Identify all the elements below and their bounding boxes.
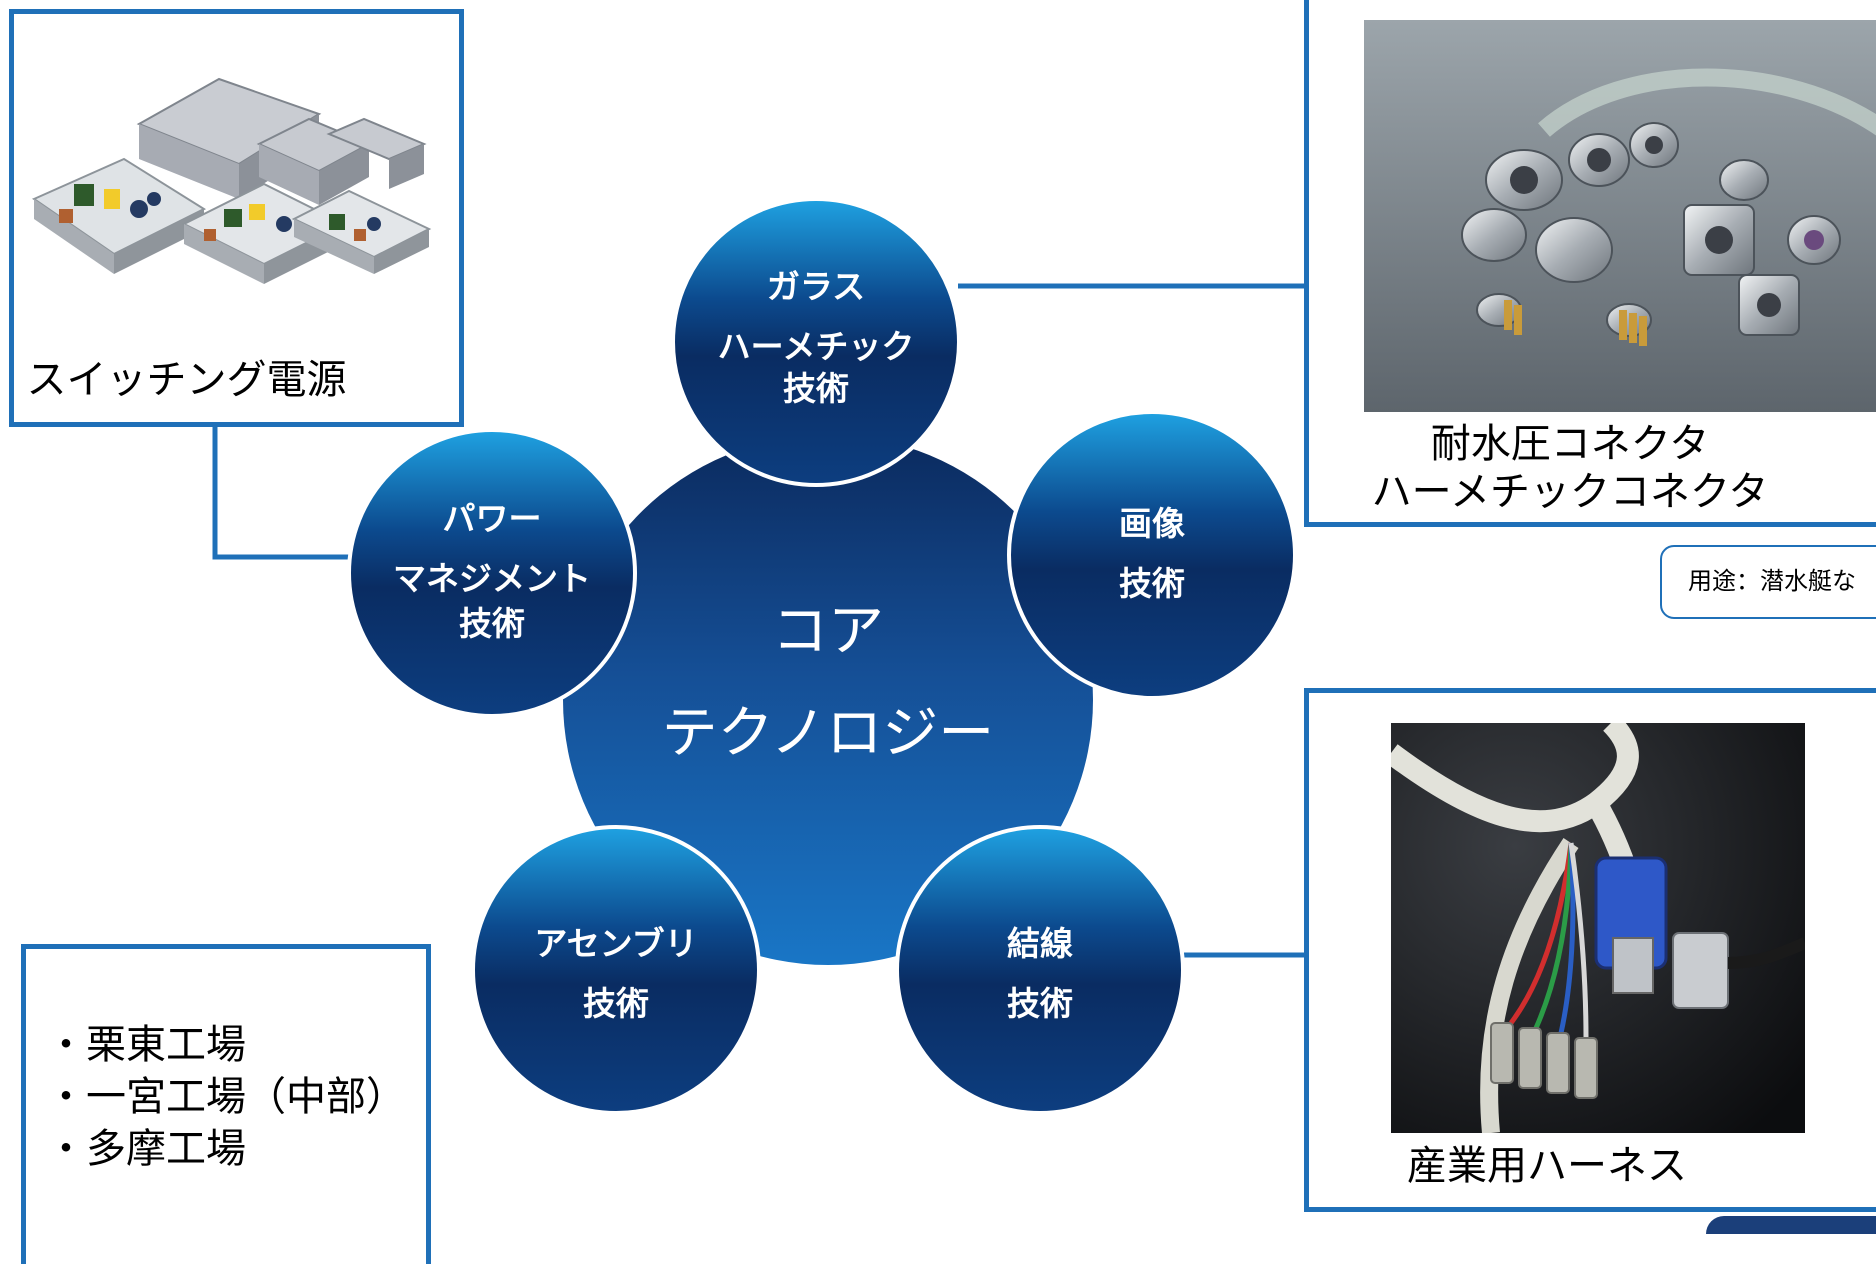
tech-glass-line3: 技術 <box>783 369 849 408</box>
connector-use-text: 用途：潜水艇な <box>1688 567 1856 595</box>
tech-power-line3: 技術 <box>459 604 525 643</box>
tech-circle-imaging <box>1007 410 1297 700</box>
switching-power-box: スイッチング電源 <box>9 9 464 427</box>
tech-circle-power-management <box>347 428 637 718</box>
core-circle <box>563 435 1093 965</box>
harness-illustration <box>1391 723 1805 1133</box>
industrial-cable-harness-photo <box>1391 723 1805 1133</box>
tech-wiring-line1: 結線 <box>1007 924 1073 963</box>
factory-list: ・栗東工場 ・一宮工場（中部） ・多摩工場 <box>46 1019 406 1175</box>
switching-power-label: スイッチング電源 <box>26 357 347 403</box>
hermetic-connectors-photo <box>1364 20 1876 412</box>
power-supply-units-photo <box>29 59 449 309</box>
tech-glass-line1: ガラス <box>767 267 865 306</box>
factories-box: ・栗東工場 ・一宮工場（中部） ・多摩工場 <box>21 944 431 1264</box>
tech-circle-assembly <box>471 825 761 1115</box>
tech-imaging-line1: 画像 <box>1119 504 1185 543</box>
tech-assembly-line2: 技術 <box>583 984 649 1023</box>
power-supply-illustration <box>31 77 432 284</box>
tech-power-line2: マネジメント <box>393 559 591 598</box>
diagram-canvas: コア テクノロジー ガラス ハーメチック 技術 画像 技術 結線 技術 アセンブ… <box>9 0 1876 1264</box>
core-title-line1: コア <box>772 599 884 664</box>
harness-box: 産業用ハーネス <box>1304 688 1876 1212</box>
corner-accent <box>1706 1216 1876 1234</box>
factory-item-ichinomiya: ・一宮工場（中部） <box>46 1074 406 1120</box>
connector-lines <box>212 283 1306 958</box>
core-diagram: コア テクノロジー ガラス ハーメチック 技術 画像 技術 結線 技術 アセンブ… <box>347 197 1297 1115</box>
connector-label-line2: ハーメチックコネクタ <box>1371 469 1769 515</box>
tech-glass-line2: ハーメチック <box>718 327 915 366</box>
core-title-line2: テクノロジー <box>662 701 995 766</box>
tech-circle-wiring <box>895 825 1185 1115</box>
connector-label-line1: 耐水圧コネクタ <box>1430 421 1710 467</box>
connectors-illustration <box>1364 20 1876 412</box>
tech-power-line1: パワー <box>443 499 542 538</box>
connector-use-tag: 用途：潜水艇な <box>1660 545 1876 619</box>
tech-assembly-line1: アセンブリ <box>534 924 697 963</box>
factory-item-ritto: ・栗東工場 <box>46 1022 246 1068</box>
line-power-to-switching <box>212 425 350 560</box>
harness-label: 産業用ハーネス <box>1407 1143 1687 1189</box>
factory-item-tama: ・多摩工場 <box>46 1126 246 1172</box>
tech-wiring-line2: 技術 <box>1007 984 1073 1023</box>
tech-circle-glass-hermetic <box>671 197 961 487</box>
connector-box: 耐水圧コネクタ ハーメチックコネクタ <box>1304 0 1876 527</box>
tech-imaging-line2: 技術 <box>1119 564 1185 603</box>
